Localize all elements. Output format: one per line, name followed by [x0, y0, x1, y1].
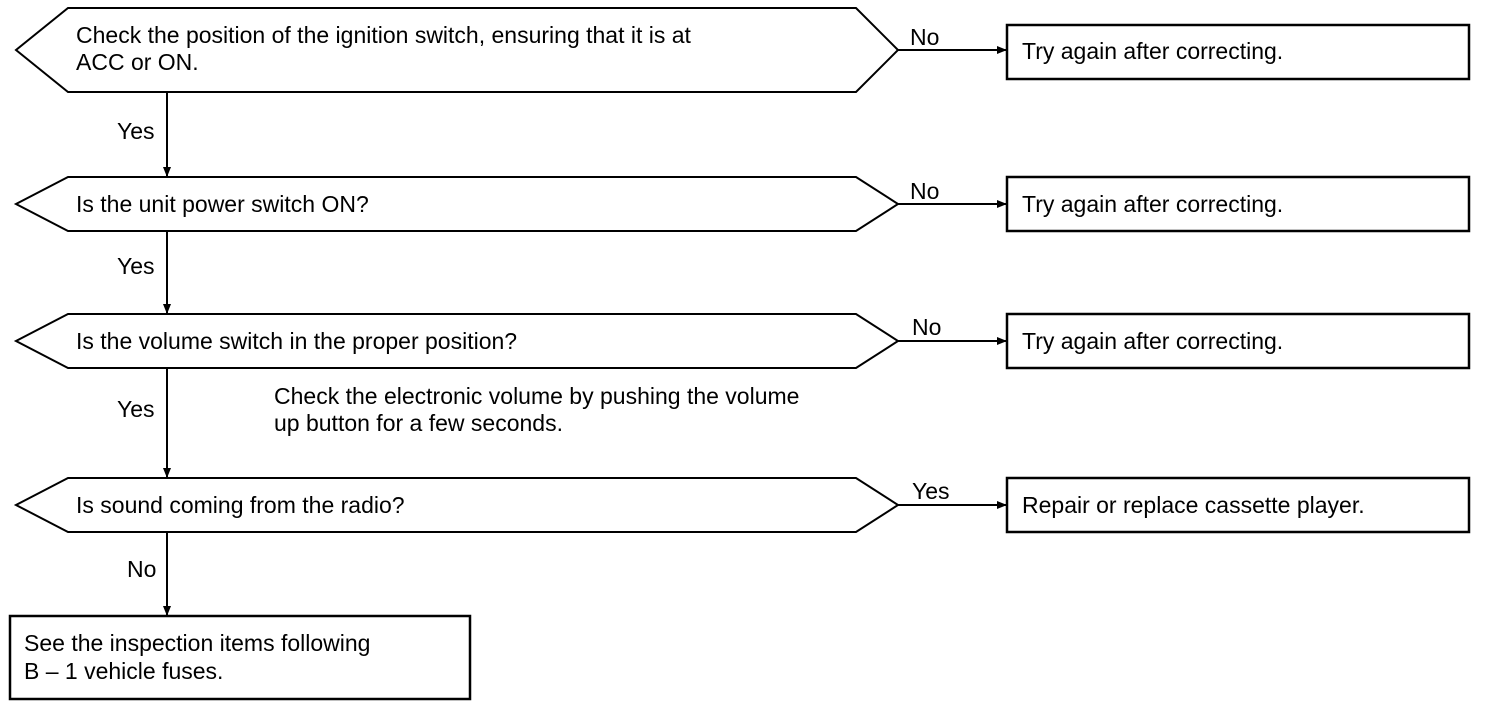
decision-1-text-line2: ACC or ON.: [76, 49, 199, 75]
action-1-text: Try again after correcting.: [1022, 38, 1284, 64]
final-text-line2: B – 1 vehicle fuses.: [24, 658, 224, 684]
note-line2: up button for a few seconds.: [274, 410, 563, 436]
decision-1-shape: [14, 7, 900, 93]
decision-4-text: Is sound coming from the radio?: [76, 492, 405, 518]
decision-2-shape: [13, 176, 900, 232]
action-2-text: Try again after correcting.: [1022, 191, 1284, 217]
decision-3-text: Is the volume switch in the proper posit…: [76, 328, 518, 354]
decision-4-shape: [13, 477, 900, 533]
action-box-2: [1005, 175, 1471, 233]
branch-right-label-2: No: [910, 178, 940, 204]
final-text-line1: See the inspection items following: [24, 630, 371, 656]
branch-right-label-4: Yes: [912, 478, 950, 504]
decision-1-text-line1: Check the position of the ignition switc…: [76, 22, 691, 48]
decision-2-text: Is the unit power switch ON?: [76, 191, 369, 217]
action-4-text: Repair or replace cassette player.: [1022, 492, 1365, 518]
branch-down-label-3: Yes: [117, 396, 155, 422]
branch-right-label-3: No: [912, 314, 942, 340]
branch-right-label-1: No: [910, 24, 940, 50]
branch-down-label-1: Yes: [117, 118, 155, 144]
final-box: [8, 614, 472, 701]
action-box-4: [1005, 476, 1471, 534]
action-box-3: [1005, 312, 1471, 370]
note-line1: Check the electronic volume by pushing t…: [274, 383, 800, 409]
action-box-1: [1005, 23, 1471, 81]
decision-3-shape: [13, 313, 900, 369]
branch-down-label-4: No: [127, 556, 157, 582]
branch-down-label-2: Yes: [117, 253, 155, 279]
action-3-text: Try again after correcting.: [1022, 328, 1284, 354]
